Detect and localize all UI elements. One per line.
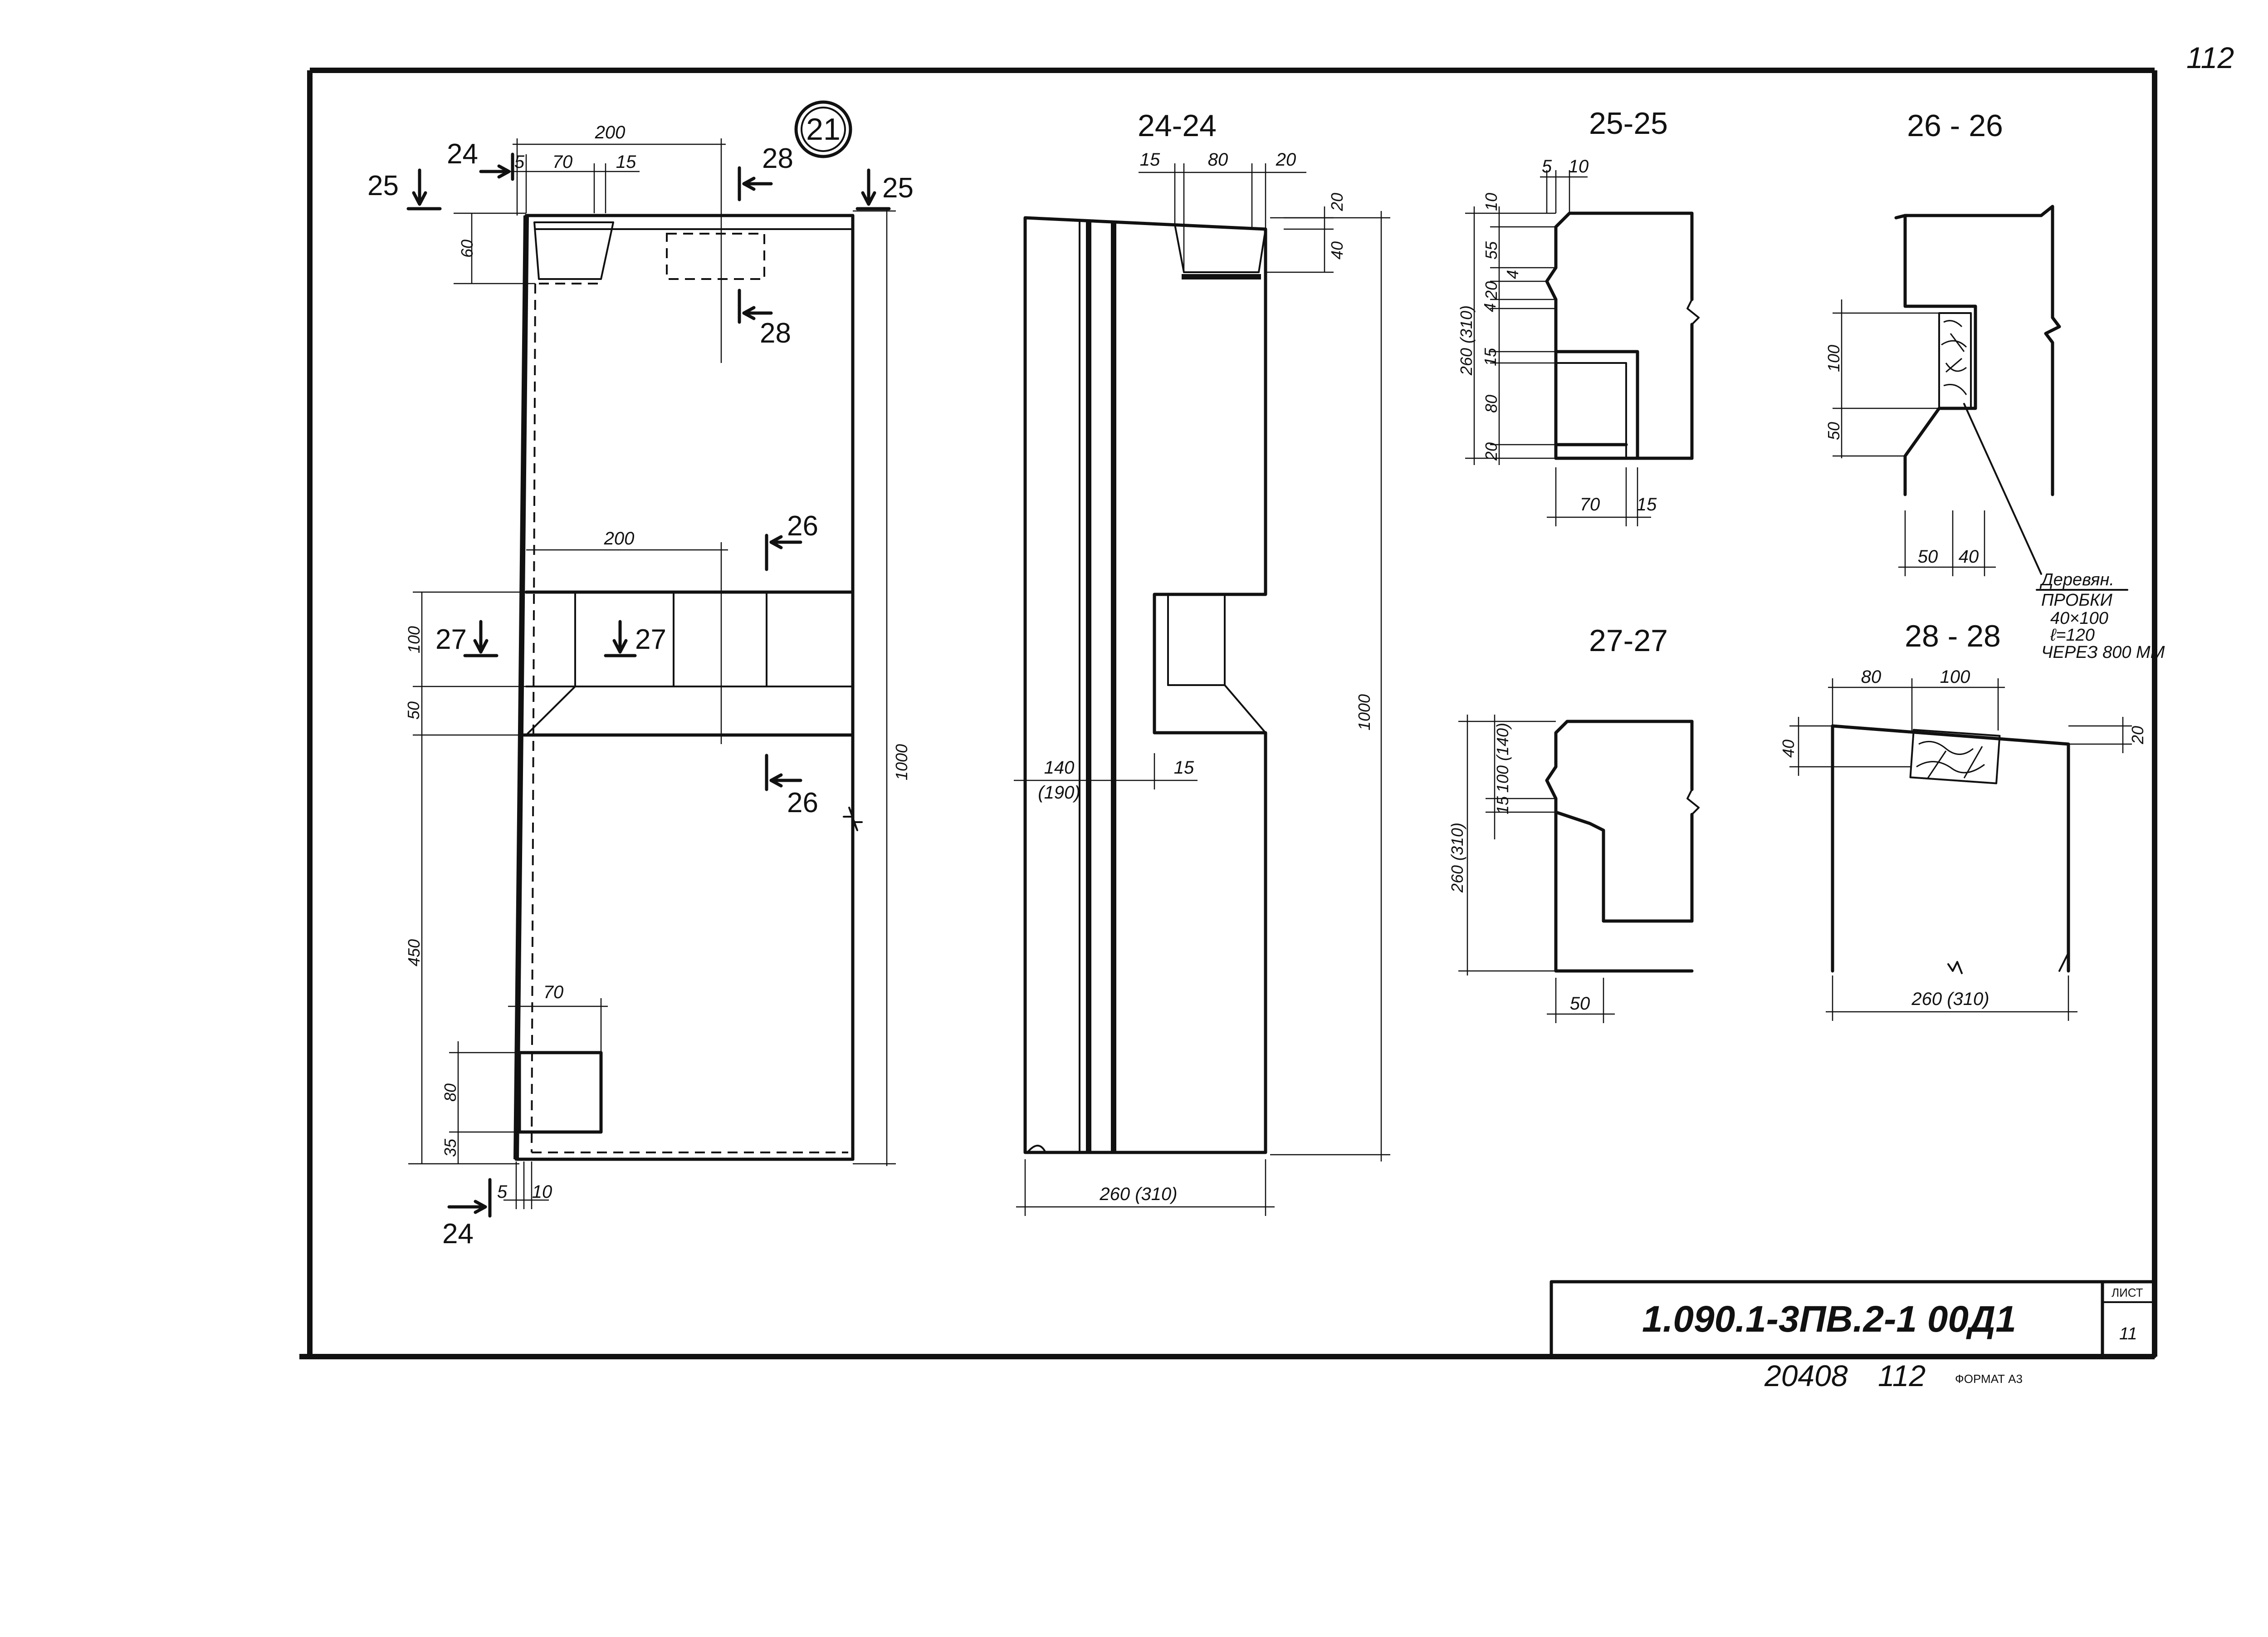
dim-left-35: 35	[441, 1138, 459, 1157]
s25-dim-top-5: 5	[1542, 157, 1552, 176]
s24-dim-mid-190: (190)	[1038, 783, 1080, 803]
s25-dim-v-15: 15	[1481, 348, 1500, 366]
title-block	[1549, 1280, 2156, 1358]
cut-label-26-top: 26	[787, 510, 818, 542]
dim-top-200: 200	[595, 123, 626, 142]
cut-label-24-top: 24	[447, 138, 478, 170]
section-cut-markers	[406, 152, 891, 1218]
s26-dim-bot-50: 50	[1918, 547, 1938, 567]
dim-mid-200: 200	[604, 529, 635, 549]
section-27-drawing	[1545, 720, 1700, 973]
s24-dim-right-1000: 1000	[1355, 694, 1374, 730]
s25-dim-v-4a: 4	[1503, 270, 1522, 279]
s25-dim-bot-70: 70	[1580, 495, 1600, 515]
s24-dim-top-15: 15	[1140, 150, 1160, 170]
s28-dim-right-20: 20	[2128, 726, 2147, 745]
note-line-3: 40×100	[2050, 609, 2108, 628]
sheet-label: ЛИСТ	[2112, 1286, 2143, 1299]
dim-left-450: 450	[405, 939, 423, 966]
s26-dim-v-50: 50	[1824, 422, 1843, 440]
section-25-dimensions	[1465, 170, 1651, 526]
front-view-dimensions	[408, 138, 896, 1209]
s26-dim-bot-40: 40	[1959, 547, 1979, 567]
s24-dim-mid-140: 140	[1044, 758, 1075, 778]
section-26-title: 26 - 26	[1907, 108, 2003, 143]
section-26-dimensions	[1833, 299, 2042, 576]
s24-dim-mid-15: 15	[1174, 758, 1194, 778]
note-line-2: ПРОБКИ	[2041, 591, 2113, 610]
dim-left-50: 50	[404, 701, 423, 720]
section-27-dimensions	[1458, 715, 1615, 1023]
section-25-drawing	[1545, 211, 1700, 460]
s25-dim-v-20b: 20	[1482, 442, 1501, 461]
section-24-title: 24-24	[1138, 108, 1217, 143]
s25-dim-v-260: 260 (310)	[1457, 305, 1476, 376]
dim-bot-5: 5	[497, 1182, 508, 1202]
dim-left-100: 100	[405, 626, 423, 653]
s24-dim-right-20: 20	[1328, 193, 1346, 211]
s28-dim-top-100: 100	[1940, 667, 1970, 687]
note-line-4: ℓ=120	[2050, 626, 2095, 645]
detail-number: 21	[806, 112, 841, 147]
cut-label-26-bottom: 26	[787, 787, 818, 818]
dim-left-60: 60	[458, 240, 476, 258]
section-25-title: 25-25	[1589, 106, 1668, 141]
dim-top-15: 15	[616, 152, 636, 172]
s27-dim-v-100: 100 (140)	[1493, 723, 1512, 793]
dim-bot-10: 10	[532, 1182, 552, 1202]
cut-label-27-left: 27	[435, 624, 467, 655]
section-24-drawing	[1023, 216, 1267, 1154]
inventory-number: 20408	[1764, 1359, 1848, 1392]
section-28-drawing	[1831, 724, 2070, 974]
s24-dim-top-80: 80	[1208, 150, 1228, 170]
note-line-1: Деревян.	[2039, 570, 2114, 589]
section-27-title: 27-27	[1589, 623, 1668, 658]
cut-label-24-bottom: 24	[442, 1218, 474, 1250]
note-line-5: ЧЕРЕЗ 800 ММ	[2041, 643, 2165, 662]
section-26-drawing	[1894, 205, 2061, 496]
s28-dim-bot-260: 260 (310)	[1911, 989, 1989, 1009]
cut-label-28-top: 28	[762, 143, 793, 174]
s25-dim-v-10: 10	[1482, 193, 1501, 211]
s27-dim-v-260: 260 (310)	[1448, 823, 1466, 893]
section-28-dimensions	[1789, 678, 2132, 1021]
s26-dim-v-100: 100	[1824, 345, 1843, 372]
copy-number: 112	[1878, 1359, 1926, 1392]
s28-dim-top-80: 80	[1861, 667, 1882, 687]
page-number-handwritten: 112	[2186, 41, 2234, 74]
s25-dim-v-55: 55	[1482, 241, 1501, 260]
s25-dim-v-80: 80	[1482, 395, 1501, 413]
section-28-title: 28 - 28	[1905, 619, 2001, 653]
format-label: ФОРМАТ А3	[1955, 1372, 2023, 1386]
s28-dim-left-40: 40	[1779, 740, 1798, 758]
front-view	[513, 214, 863, 1161]
s24-dim-bot-260: 260 (310)	[1099, 1184, 1177, 1204]
s27-dim-bot-50: 50	[1570, 994, 1590, 1014]
cut-label-27-inside: 27	[635, 624, 666, 655]
s24-dim-top-20: 20	[1276, 150, 1296, 170]
detail-number-circle	[794, 100, 852, 158]
s25-dim-top-10: 10	[1569, 157, 1589, 176]
dim-right-1000: 1000	[892, 744, 911, 780]
dim-top-70: 70	[552, 152, 573, 172]
cut-label-28-bottom: 28	[760, 318, 791, 349]
dim-left-80: 80	[441, 1083, 459, 1102]
cut-label-25-left: 25	[367, 170, 399, 201]
doc-code: 1.090.1-3ПВ.2-1 00Д1	[1642, 1299, 2016, 1340]
s27-dim-v-15: 15	[1493, 796, 1512, 814]
section-24-dimensions	[1014, 163, 1390, 1216]
dim-bot-70: 70	[543, 982, 564, 1002]
sheet-number: 11	[2119, 1324, 2137, 1343]
s25-dim-v-4b: 4	[1481, 303, 1499, 312]
sheet-frame	[299, 68, 2157, 1359]
cut-label-25-right: 25	[882, 172, 914, 204]
s25-dim-bot-15: 15	[1637, 495, 1657, 515]
s25-dim-v-20: 20	[1482, 281, 1501, 300]
s24-dim-right-40: 40	[1328, 241, 1346, 260]
dim-top-5: 5	[514, 152, 525, 172]
